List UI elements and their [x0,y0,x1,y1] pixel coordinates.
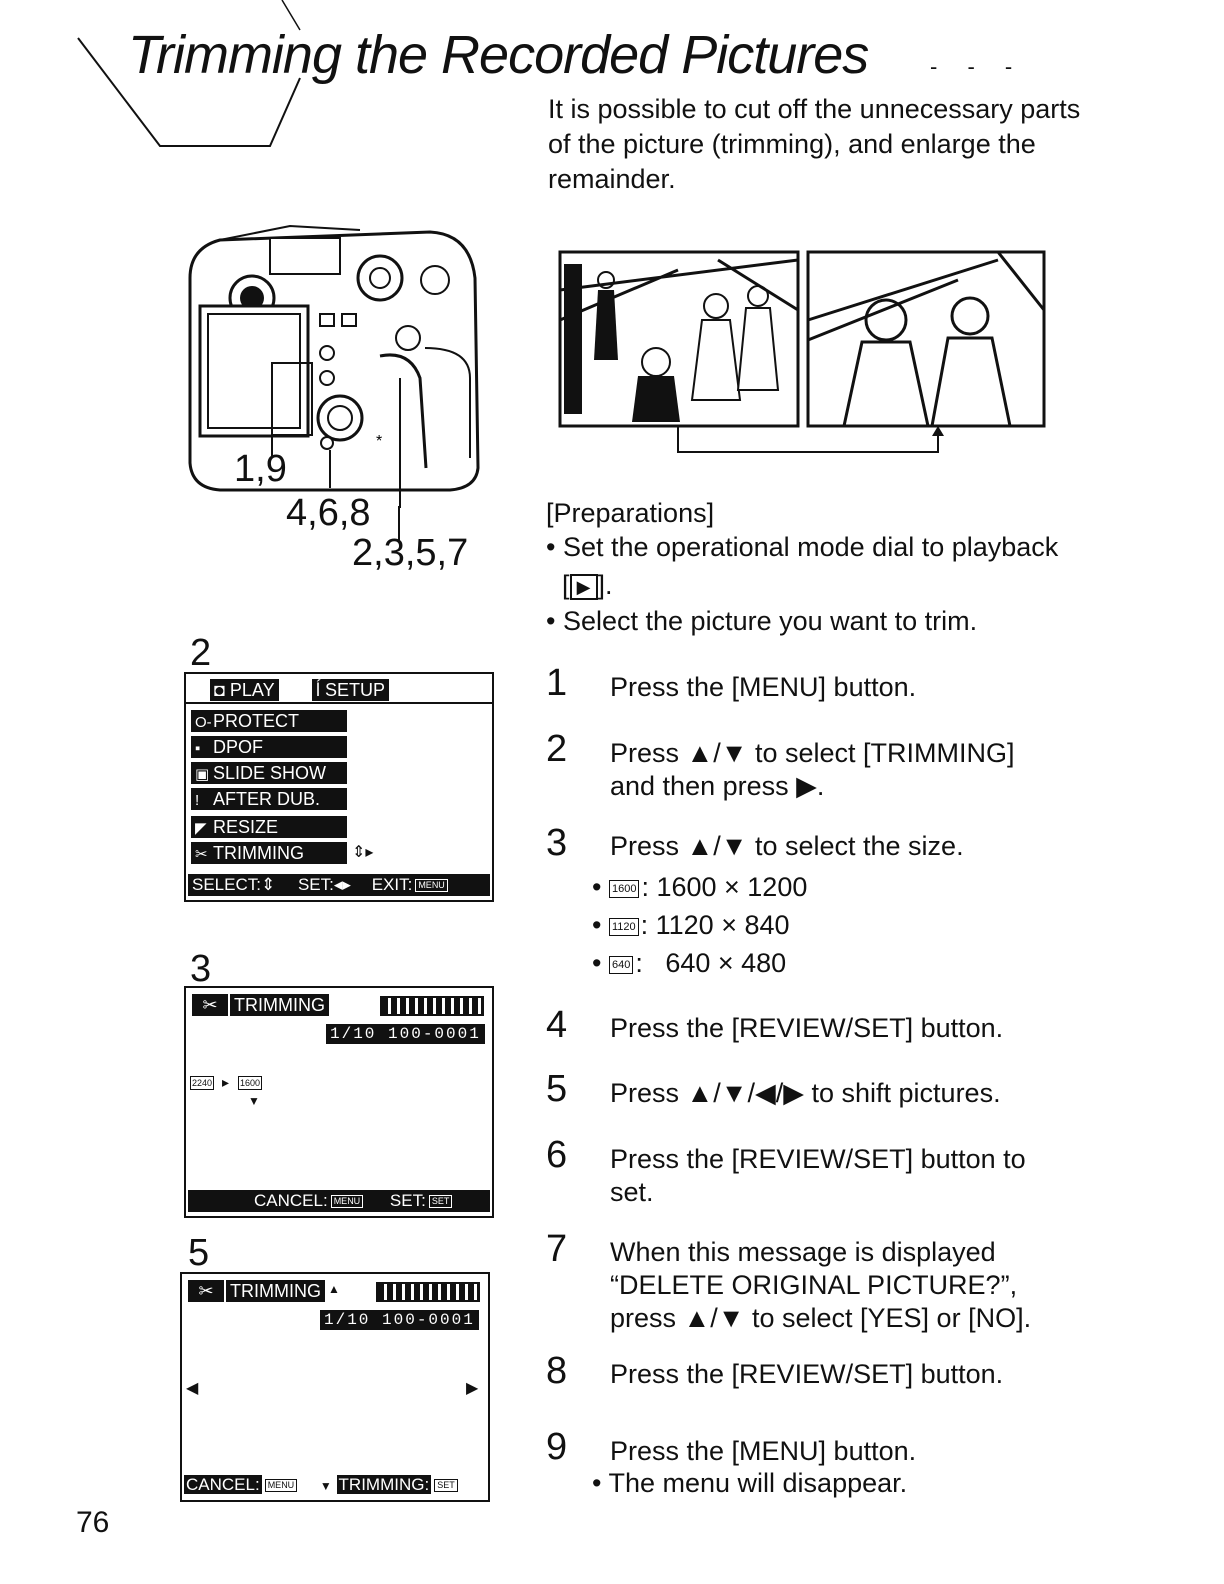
preparations-heading: [Preparations] [546,498,715,528]
intro-text: It is possible to cut off the unnecessar… [548,94,1081,194]
quality-indicator-icon [376,1282,480,1302]
submenu-arrow-icon: ⇕▸ [352,844,374,861]
slideshow-icon: ▣ [195,766,210,783]
menu-item-resize: ◤RESIZE [191,816,347,838]
step-number: 3 [546,822,568,864]
menu-help-bar: SELECT:⇕ SET:◂▸ EXIT:MENU [188,874,490,896]
tab-play: ◘ PLAY [210,679,279,701]
resize-icon: ◤ [195,820,207,837]
scissors-icon: ✂ [195,846,208,863]
preparations-bullet-1-icon: [▶]. [562,570,613,600]
menu-item-slide-show: ▣SLIDE SHOW [191,762,347,784]
title-hexagon-decoration [77,0,301,147]
figure-label-3: 3 [190,948,212,990]
figure-label-5: 5 [188,1232,210,1274]
step-number: 6 [546,1134,568,1176]
page-number: 76 [76,1506,110,1539]
menu-button-icon: MENU [264,1479,298,1493]
title-dashes: - - - [930,54,1025,79]
step-text: Press the [REVIEW/SET] button. [610,1013,1004,1043]
lcd-screen-trimming-size: ✂ TRIMMING 1/10 100-0001 2240 ▸ 1600 ▼ C… [184,986,494,1218]
screen-title-trimming: TRIMMING [226,1280,325,1302]
trimming-help-bar: CANCEL:MENU SET:SET [188,1190,490,1212]
preparations-bullet-2: • Select the picture you want to trim. [546,606,978,636]
lcd-screen-menu: ◘ PLAY ĺ SETUP O-PROTECT ▪DPOF ▣SLIDE SH… [184,672,494,902]
trimming-example-illustration [558,250,1046,453]
original-size-icon: 2240 [190,1076,215,1090]
step-number: 5 [546,1068,568,1110]
tab-setup: ĺ SETUP [312,679,390,701]
quality-indicator-icon [380,996,484,1016]
screen-title-trimming: TRIMMING [230,994,329,1016]
svg-text:*: * [376,433,382,450]
size-1120-icon: 1120 [608,917,639,936]
size-1600-icon: 1600 [608,879,640,898]
step-text: Press the [MENU] button. [610,672,917,702]
trimming-label: TRIMMING: [336,1475,432,1494]
scissors-icon: ✂ [188,1280,224,1302]
step-text: Press ▲/▼ to select the size. [610,831,964,861]
cancel-label: CANCEL: [184,1475,262,1494]
step-number: 4 [546,1004,568,1046]
step-number: 8 [546,1350,568,1392]
arrow-down-icon: ▼ [248,1094,260,1108]
step-number: 7 [546,1228,568,1270]
arrow-down-icon: ▼ [319,1479,332,1493]
menu-item-dpof: ▪DPOF [191,736,347,758]
arrow-left-icon: ◀ [186,1380,199,1397]
left-right-icon: ◂▸ [333,875,351,894]
step-number: 2 [546,728,568,770]
preparations-bullet-1: • Set the operational mode dial to playb… [546,532,1059,562]
menu-button-icon: MENU [415,879,448,893]
menu-item-after-dub: !AFTER DUB. [191,788,347,810]
step-9-note: • The menu will disappear. [592,1468,908,1498]
microphone-icon: ! [195,792,200,809]
callout-2-3-5-7: 2,3,5,7 [352,532,469,574]
print-icon: ▪ [195,740,201,757]
callout-line-c [398,506,400,542]
menu-item-trimming: ✂TRIMMING [191,842,347,864]
callout-4-6-8: 4,6,8 [286,492,371,534]
callout-1-9: 1,9 [234,448,287,490]
up-down-icon: ⇕ [260,875,276,894]
size-option-640: • 640: 640 × 480 [592,948,787,978]
step-text: Press ▲/▼ to select [TRIMMING] and then … [610,738,1015,801]
arrow-up-icon: ▲ [328,1282,340,1296]
step-number: 9 [546,1426,568,1468]
step-text: Press the [REVIEW/SET] button. [610,1359,1004,1389]
lcd-screen-trimming-shift: ✂ TRIMMING ▲ 1/10 100-0001 ◀ ▶ CANCEL:ME… [180,1272,490,1502]
arrow-right-icon: ▶ [466,1380,479,1397]
set-button-icon: SET [428,1195,453,1209]
step-text: Press the [REVIEW/SET] button to set. [610,1144,1026,1207]
step-number: 1 [546,662,568,704]
target-size-icon: 1600 [238,1076,263,1090]
tab-underline [186,702,492,704]
arrow-right-icon: ▸ [222,1074,230,1090]
menu-item-protect: O-PROTECT [191,710,347,732]
size-option-1600: • 1600: 1600 × 1200 [592,872,808,902]
menu-button-icon: MENU [330,1195,364,1209]
playback-icon: ▶ [569,573,598,600]
camera-illustration: * [188,224,480,508]
step-text: Press ▲/▼/◀/▶ to shift pictures. [610,1078,1001,1108]
key-icon: O- [195,714,212,731]
frame-counter: 1/10 100-0001 [320,1310,479,1330]
figure-label-2: 2 [190,632,212,674]
size-640-icon: 640 [608,955,634,974]
shift-help-bar: CANCEL:MENU ▼ TRIMMING:SET [184,1474,486,1496]
set-button-icon: SET [434,1479,458,1493]
size-option-1120: • 1120: 1120 × 840 [592,910,790,940]
step-text: Press the [MENU] button. [610,1436,917,1466]
wrench-icon: ĺ [316,680,320,700]
play-icon: ◘ [214,680,225,700]
scissors-icon: ✂ [192,994,228,1016]
step-text: When this message is displayed “DELETE O… [610,1237,1032,1333]
frame-counter: 1/10 100-0001 [326,1024,485,1044]
page-title: Trimming the Recorded Pictures [128,25,869,85]
